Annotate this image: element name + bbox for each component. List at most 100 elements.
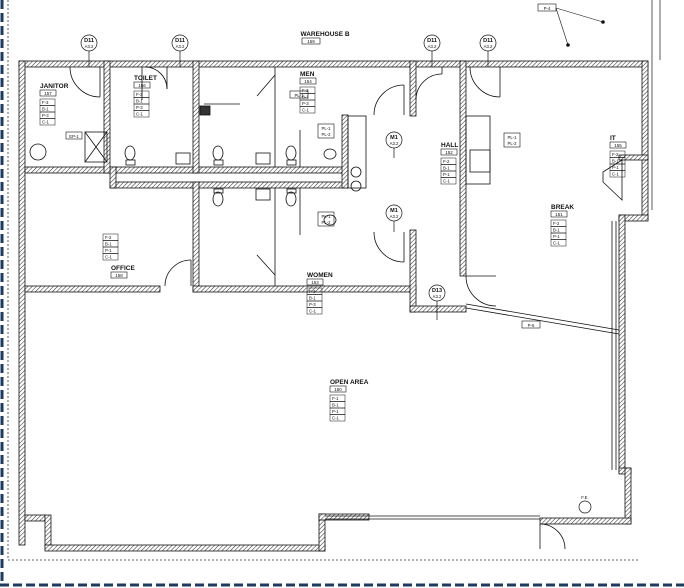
finish-code: C-1 — [443, 179, 451, 184]
finish-code: F-1 — [332, 396, 339, 401]
fire-extinguisher-label: F.E. — [581, 495, 588, 500]
hall-note-2: PL-2 — [507, 141, 517, 146]
title-number-box — [301, 37, 321, 45]
finish-code: P-1 — [553, 234, 560, 239]
men-lav-note-2: PL-2 — [321, 132, 331, 137]
women-lav-note-2: PL-2 — [321, 220, 331, 225]
finish-code: F-3 — [42, 100, 49, 105]
finish-code: P-1 — [612, 165, 619, 170]
partitions — [141, 67, 623, 520]
finish-code: C-1 — [105, 255, 113, 260]
finish-code: B-1 — [302, 95, 309, 100]
finish-code: P-3 — [42, 113, 49, 118]
door-tag-5-ref: A3.2 — [390, 141, 399, 146]
room-name: OPEN AREA — [330, 379, 369, 386]
door-tag-3-ref: A3.2 — [428, 44, 437, 49]
door-tag-1: D11 — [84, 38, 94, 44]
finish-code: F-3 — [136, 92, 143, 97]
door-tags — [80, 34, 497, 302]
finish-code: B-1 — [309, 296, 316, 301]
room-name: OFFICE — [111, 265, 135, 272]
finish-code: C-1 — [612, 172, 620, 177]
door-tag-1-ref: A3.2 — [85, 44, 94, 49]
finish-code: B-1 — [332, 403, 339, 408]
p4-leader — [555, 7, 605, 47]
title-number: 159 — [307, 39, 315, 44]
break-band-note: P-5 — [528, 323, 535, 328]
room-number: 155 — [614, 143, 622, 148]
room-number: 156 — [138, 83, 146, 88]
finish-code: P-3 — [309, 302, 316, 307]
finish-code: C-1 — [302, 108, 310, 113]
p4-note-box — [537, 3, 557, 12]
room-name: TOILET — [134, 75, 157, 82]
finish-code: B-1 — [553, 228, 560, 233]
finish-code: C-1 — [553, 241, 561, 246]
door-tag-7-ref: A3.2 — [433, 294, 442, 299]
walls — [18, 60, 649, 552]
finish-code: C-1 — [309, 309, 317, 314]
finish-code: P-3 — [136, 105, 143, 110]
men-paint-note: PL-1 — [294, 93, 304, 98]
room-labels: JANITOR157F-3B-1P-3C-1TOILET156F-3B-1P-3… — [39, 71, 627, 422]
finish-code: P-1 — [105, 248, 112, 253]
room-name: HALL — [441, 142, 458, 149]
finish-code: B-1 — [42, 107, 49, 112]
room-number: 154 — [304, 79, 312, 84]
paint-notes — [65, 90, 541, 329]
finish-code: F-3 — [309, 289, 316, 294]
hall-note-1: PL-1 — [507, 135, 517, 140]
room-name: BREAK — [551, 204, 574, 211]
door-tag-leaders — [88, 51, 489, 320]
finish-code: C-1 — [332, 416, 340, 421]
door-tag-4-ref: A3.2 — [484, 44, 493, 49]
door-tag-5: M1 — [390, 135, 398, 141]
men-lav-note-1: PL-1 — [321, 126, 331, 131]
title-label: WAREHOUSE B — [300, 31, 349, 38]
room-name: MEN — [300, 71, 315, 78]
finish-code: F-2 — [105, 235, 112, 240]
finish-code: P-3 — [302, 101, 309, 106]
finish-code: B-1 — [443, 166, 450, 171]
room-name: WOMEN — [307, 272, 333, 279]
room-number: 157 — [44, 91, 52, 96]
finish-code: F-2 — [443, 159, 450, 164]
door-tag-2: D11 — [175, 38, 185, 44]
finish-code: C-1 — [42, 120, 50, 125]
door-tag-6-ref: A3.2 — [390, 214, 399, 219]
room-name: IT — [610, 135, 616, 142]
p4-note: P-4 — [544, 6, 551, 11]
finish-code: P-1 — [443, 172, 450, 177]
finish-code: B-1 — [612, 159, 619, 164]
door-tag-4: D11 — [483, 38, 493, 44]
room-name: JANITOR — [40, 83, 69, 90]
fire-extinguisher-icon — [578, 500, 592, 514]
finish-code: F-3 — [302, 88, 309, 93]
finish-code: P-1 — [332, 409, 339, 414]
door-tag-3: D11 — [427, 38, 437, 44]
door-tag-labels: D11 A3.2 D11 A3.2 D11 A3.2 D11 A3.2 M1 A… — [84, 38, 493, 299]
door-tag-7: D13 — [432, 288, 442, 294]
room-number: 152 — [445, 150, 453, 155]
room-number: 151 — [555, 212, 563, 217]
janitor-wall-note: EP-1 — [69, 134, 79, 139]
room-number: 158 — [115, 273, 123, 278]
finish-code: B-1 — [136, 99, 143, 104]
room-number: 150 — [334, 387, 342, 392]
door-swings — [69, 66, 566, 550]
existing-building-lines — [7, 0, 661, 561]
door-tag-6: M1 — [390, 208, 398, 214]
finish-code: C-1 — [136, 112, 144, 117]
room-number: 153 — [311, 280, 319, 285]
